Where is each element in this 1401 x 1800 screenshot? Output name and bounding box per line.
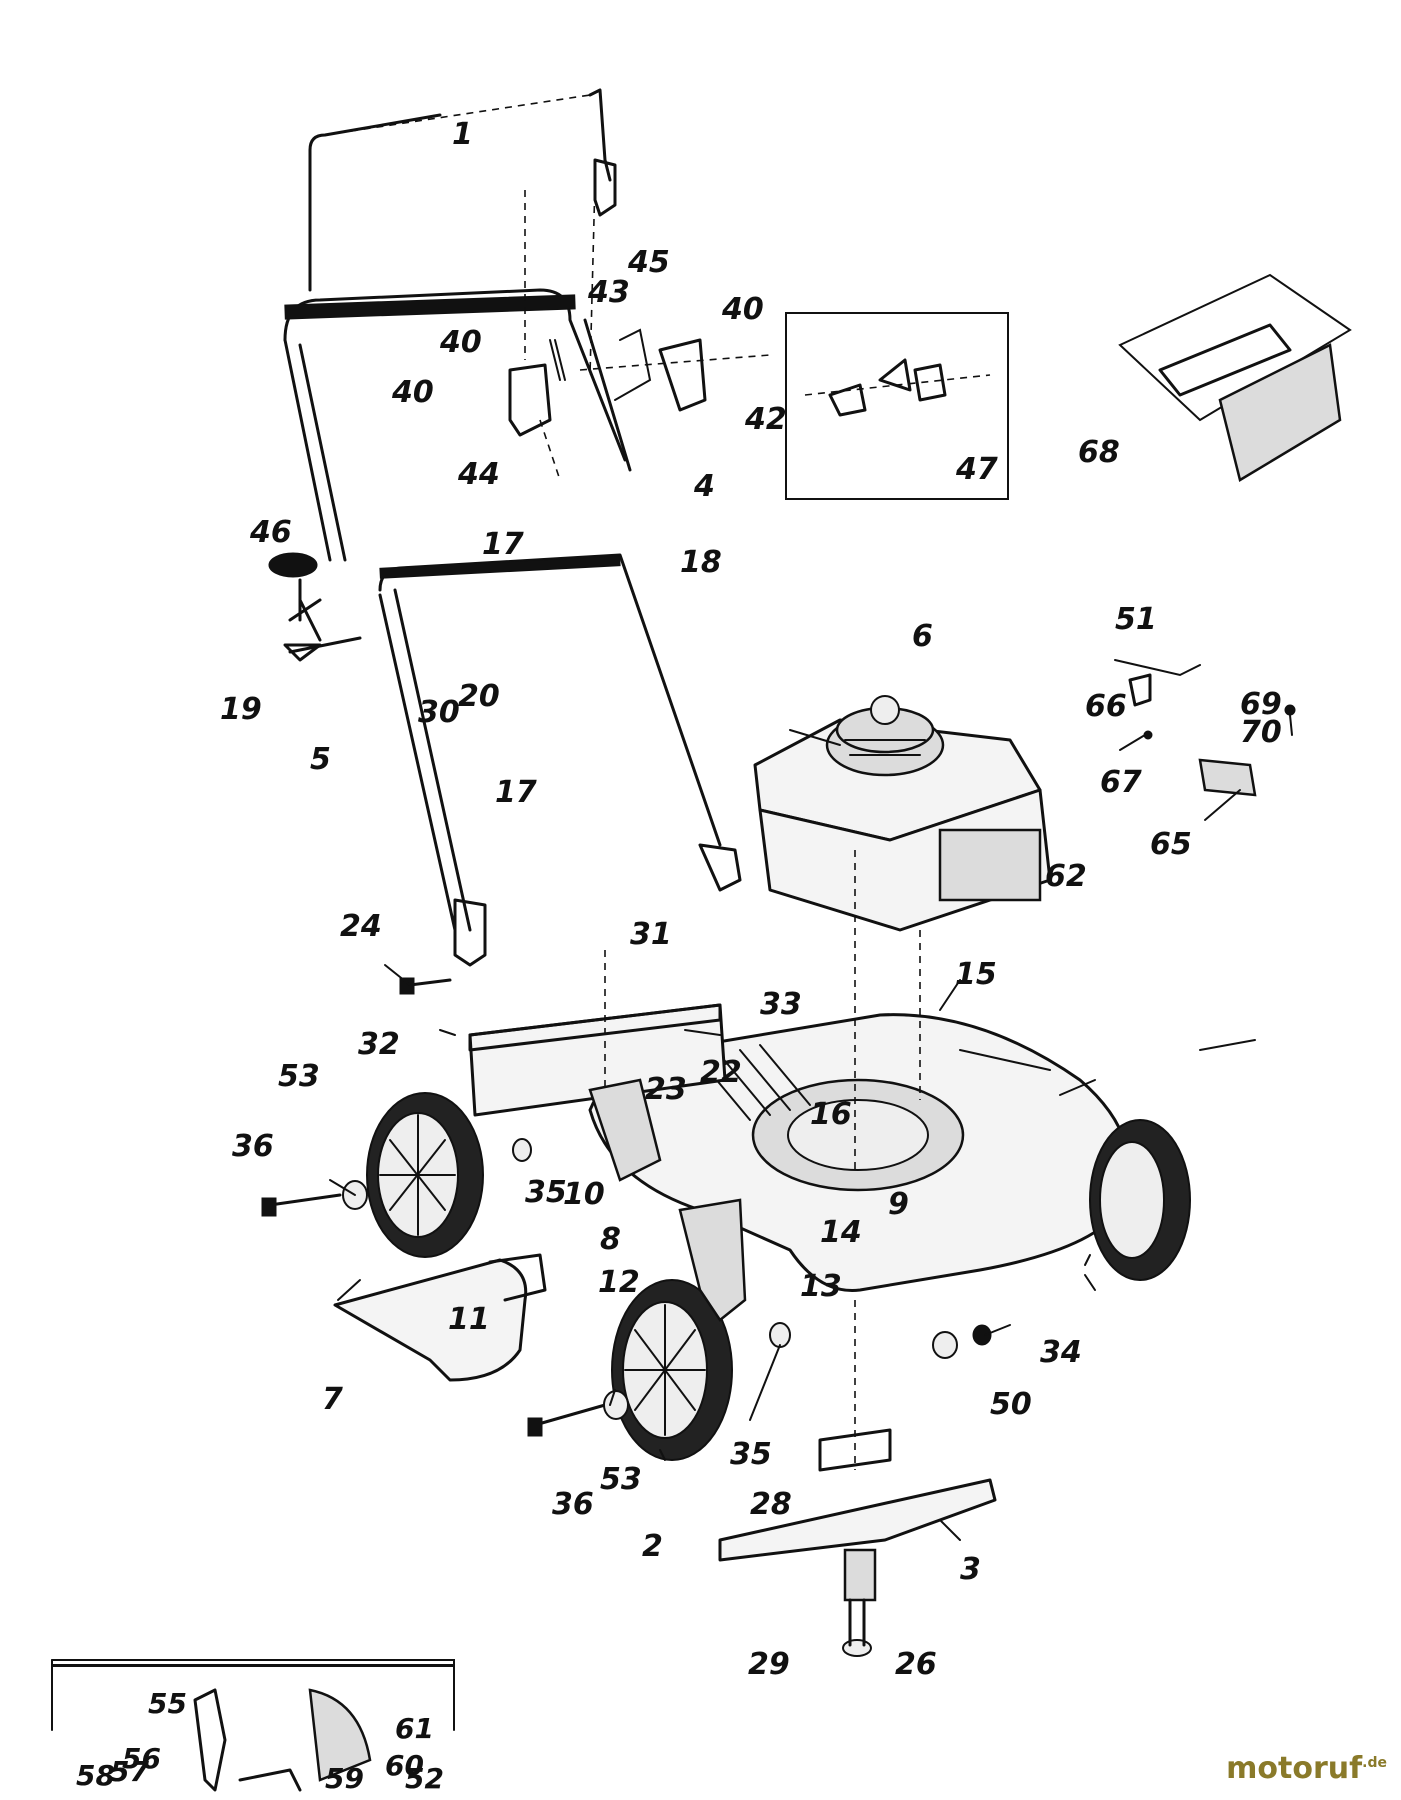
nut-34 [972,1324,992,1346]
inset-47-box [785,312,1009,500]
part-label-60: 60 [385,1749,424,1782]
part-label-50: 50 [990,1387,1032,1422]
part-label-67: 67 [1100,765,1142,800]
part-label-11: 11 [448,1302,490,1337]
part-label-13: 13 [800,1269,842,1304]
washer-35-rear [512,1138,532,1162]
part-label-17-top: 17 [482,527,524,562]
part-label-56: 56 [122,1742,161,1775]
part-label-59: 59 [325,1762,364,1795]
part-label-36-rear: 36 [232,1129,274,1164]
part-label-53-rear: 53 [278,1059,320,1094]
part-label-12: 12 [598,1265,640,1300]
part-label-40-mid: 40 [440,325,482,360]
part-label-30: 30 [418,695,460,730]
part-label-26: 26 [895,1647,937,1682]
deflector-part [333,1253,547,1382]
part-label-57: 57 [110,1755,149,1788]
deck-part [588,850,1131,1292]
control-bracket-part [508,190,566,481]
part-label-66: 66 [1085,689,1127,724]
part-label-5: 5 [310,742,331,777]
part-label-8: 8 [600,1222,621,1257]
axle-bolt-front [527,1390,629,1437]
height-adjuster-front [678,1198,747,1322]
part-label-55: 55 [148,1687,187,1720]
spring-linkage-part [1114,659,1201,740]
part-label-32: 32 [358,1027,400,1062]
part-label-62: 62 [1045,859,1087,894]
part-label-68: 68 [1078,435,1120,470]
part-label-20: 20 [458,679,500,714]
part-label-40-left: 40 [392,375,434,410]
rear-flap-part [468,950,727,1130]
part-label-14: 14 [820,1215,862,1250]
bolt-24 [399,977,452,995]
bracket-65-part [1198,758,1257,797]
part-label-70: 70 [1240,715,1282,750]
part-label-58: 58 [76,1759,115,1792]
axle-bolt-rear [261,1180,368,1217]
lower-handle-part [378,553,742,967]
part-label-44: 44 [458,457,500,492]
screw-69-part [1284,704,1296,736]
part-label-16: 16 [810,1097,852,1132]
height-adjuster-rear [588,1078,662,1182]
part-label-1: 1 [452,117,473,152]
part-label-42: 42 [745,402,787,437]
part-label-52: 52 [405,1762,444,1795]
wheel-front [611,1279,733,1461]
part-label-65: 65 [1150,827,1192,862]
washer-35-front [769,1322,791,1348]
part-label-23: 23 [645,1072,687,1107]
throttle-control-part [579,179,771,412]
part-label-28: 28 [750,1487,792,1522]
part-label-6: 6 [912,619,933,654]
part-label-46: 46 [250,515,292,550]
part-label-33: 33 [760,987,802,1022]
inset-52-box [51,1659,455,1792]
knob-part [268,552,362,662]
part-label-4: 4 [694,469,715,504]
watermark-logo: motoruf.de [1226,1751,1387,1786]
part-label-61: 61 [395,1712,434,1745]
part-label-35-rear: 35 [525,1175,567,1210]
part-label-24: 24 [340,909,382,944]
part-label-40-top: 40 [722,292,764,327]
part-label-47: 47 [956,452,998,487]
wheel-rear-right [1089,1119,1191,1281]
blade-adapter-part [818,1428,892,1657]
leader-lines [329,734,1256,1541]
part-label-53-front: 53 [600,1462,642,1497]
part-label-9: 9 [888,1187,909,1222]
part-label-45: 45 [628,245,670,280]
part-label-19: 19 [220,692,262,727]
wheel-rear-left [366,1092,484,1258]
part-label-31: 31 [630,917,672,952]
part-label-22: 22 [700,1055,742,1090]
part-label-17-mid: 17 [495,775,537,810]
middle-handle-part [283,288,632,562]
part-label-36-front: 36 [552,1487,594,1522]
engine-part [753,695,1052,932]
inset-68-box [1118,273,1352,482]
part-label-15: 15 [955,957,997,992]
part-label-10: 10 [563,1177,605,1212]
part-label-29: 29 [748,1647,790,1682]
part-label-51: 51 [1115,602,1157,637]
part-label-43: 43 [588,275,630,310]
part-label-18: 18 [680,545,722,580]
part-label-34: 34 [1040,1335,1082,1370]
part-label-35-front: 35 [730,1437,772,1472]
part-label-2: 2 [642,1529,663,1564]
part-label-3: 3 [960,1552,981,1587]
part-label-7: 7 [322,1382,343,1417]
washer-50 [932,1331,958,1359]
part-label-69: 69 [1240,687,1282,722]
